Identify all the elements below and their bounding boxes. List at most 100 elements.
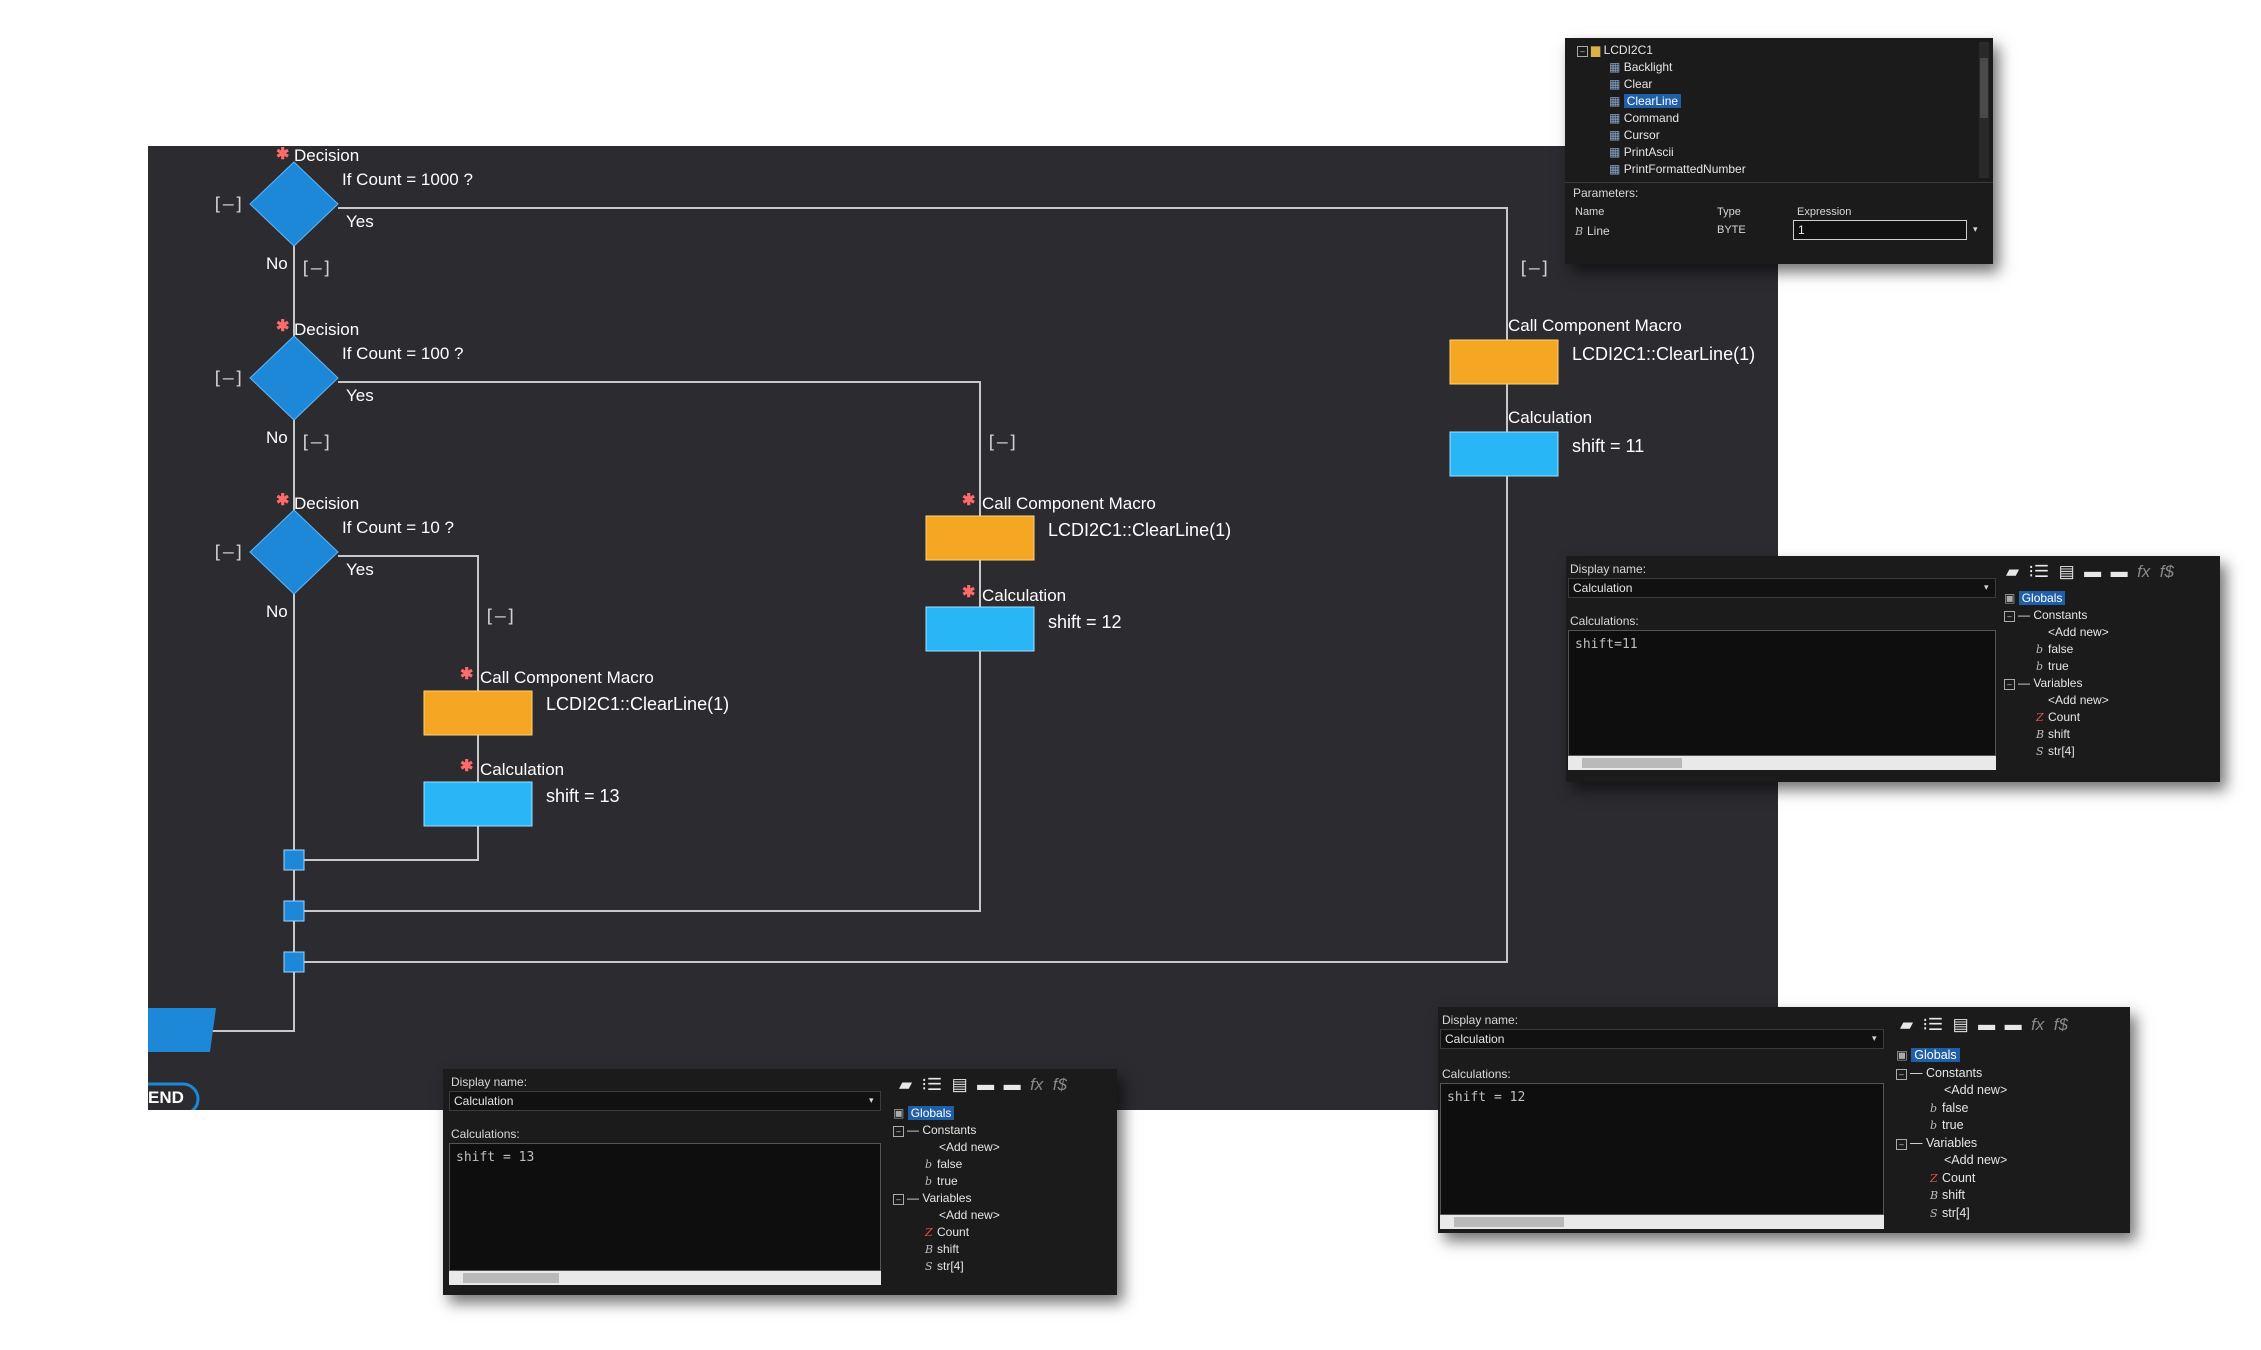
- constants-add-new[interactable]: <Add new>: [939, 1140, 1000, 1154]
- eraser-icon[interactable]: ▰: [2006, 562, 2020, 581]
- decision-1-no-collapse-toggle[interactable]: [–]: [300, 258, 333, 279]
- decision-2-yes-collapse-toggle[interactable]: [–]: [986, 432, 1019, 453]
- macro-item-printascii[interactable]: ▦ PrintAscii: [1609, 145, 1674, 159]
- macro-item-clear[interactable]: ▦ Clear: [1609, 77, 1653, 91]
- bus-icon[interactable]: ▬: [2110, 562, 2128, 581]
- calc-hscroll[interactable]: [1568, 756, 1996, 770]
- calculations-editor[interactable]: shift=11: [1568, 630, 1996, 756]
- function-icon[interactable]: fx: [1030, 1075, 1044, 1094]
- decision-1-collapse-toggle[interactable]: [–]: [212, 194, 245, 215]
- variable-insert-icon[interactable]: ⁝☰: [1922, 1015, 1944, 1034]
- function-icon[interactable]: fx: [2031, 1015, 2045, 1034]
- variables-node[interactable]: –— Variables: [893, 1190, 1000, 1207]
- table-icon[interactable]: ▤: [1952, 1015, 1969, 1034]
- calc-3-box: [423, 781, 533, 827]
- macro-item-printformattednumber[interactable]: ▦ PrintFormattedNumber: [1609, 162, 1746, 176]
- variables-add-new[interactable]: <Add new>: [1944, 1153, 2008, 1167]
- variables-add-new[interactable]: <Add new>: [939, 1208, 1000, 1222]
- decision-2-no-collapse-toggle[interactable]: [–]: [300, 432, 333, 453]
- component-root[interactable]: –▆ LCDI2C1: [1577, 42, 1746, 59]
- eraser-icon[interactable]: ▰: [1900, 1015, 1914, 1034]
- flowchart-canvas[interactable]: ✱ Decision If Count = 1000 ? Yes No [–] …: [148, 146, 1778, 1110]
- macro-item-command[interactable]: ▦ Command: [1609, 111, 1680, 125]
- variable-insert-icon[interactable]: ⁝☰: [921, 1075, 943, 1094]
- variables-node[interactable]: –— Variables: [2004, 675, 2109, 692]
- display-name-input[interactable]: Calculation: [449, 1091, 881, 1111]
- param-expression-input[interactable]: 1: [1793, 220, 1967, 240]
- decision-3-title: Decision: [294, 494, 360, 513]
- decision-3-yes-collapse-toggle[interactable]: [–]: [484, 606, 517, 627]
- variables-add-new[interactable]: <Add new>: [2048, 693, 2109, 707]
- calculations-editor[interactable]: shift = 13: [449, 1143, 881, 1271]
- param-dropdown-icon[interactable]: ▾: [1973, 224, 1978, 234]
- decision-1-yes-collapse-toggle[interactable]: [–]: [1518, 258, 1551, 279]
- constants-node[interactable]: –— Constants: [1896, 1065, 2007, 1083]
- component-macro-panel: –▆ LCDI2C1 ▦ Backlight ▦ Clear ▦ ClearLi…: [1565, 38, 1993, 264]
- constants-node[interactable]: –— Constants: [893, 1122, 1000, 1139]
- port-icon[interactable]: ▬: [977, 1075, 995, 1094]
- string-function-icon[interactable]: f$: [1052, 1075, 1067, 1094]
- decision-3-collapse-toggle[interactable]: [–]: [212, 542, 245, 563]
- macro-1-text: LCDI2C1::ClearLine(1): [1572, 344, 1756, 364]
- bus-icon[interactable]: ▬: [2004, 1015, 2022, 1034]
- calc-hscroll[interactable]: [449, 1271, 881, 1285]
- constants-node[interactable]: –— Constants: [2004, 607, 2109, 624]
- variable-insert-icon[interactable]: ⁝☰: [2028, 562, 2050, 581]
- port-icon[interactable]: ▬: [2084, 562, 2102, 581]
- globals-root[interactable]: ▣ Globals: [893, 1105, 1000, 1122]
- display-name-input[interactable]: Calculation: [1568, 578, 1996, 598]
- decision-3-star-icon: ✱: [276, 492, 290, 509]
- string-function-icon[interactable]: f$: [2159, 562, 2174, 581]
- display-name-label: Display name:: [1570, 562, 1647, 576]
- decision-2-yes: Yes: [346, 386, 374, 405]
- display-name-dropdown-icon[interactable]: ▾: [1872, 1033, 1877, 1043]
- constants-add-new[interactable]: <Add new>: [2048, 625, 2109, 639]
- macro-item-clearline[interactable]: ▦ ClearLine: [1577, 93, 1746, 110]
- function-icon[interactable]: fx: [2137, 562, 2151, 581]
- param-col-name: Name: [1575, 206, 1605, 218]
- macro-item-backlight[interactable]: ▦ Backlight: [1609, 60, 1673, 74]
- constants-add-new[interactable]: <Add new>: [1944, 1083, 2008, 1097]
- macro-1-box: [1449, 339, 1559, 385]
- calculations-editor[interactable]: shift = 12: [1440, 1083, 1884, 1215]
- port-icon[interactable]: ▬: [1978, 1015, 1996, 1034]
- bus-icon[interactable]: ▬: [1003, 1075, 1021, 1094]
- table-icon[interactable]: ▤: [951, 1075, 968, 1094]
- decision-1-diamond: [249, 161, 339, 247]
- macro-3-star-icon: ✱: [460, 666, 474, 683]
- variables-node[interactable]: –— Variables: [1896, 1135, 2007, 1153]
- string-function-icon[interactable]: f$: [2053, 1015, 2068, 1034]
- display-name-dropdown-icon[interactable]: ▾: [1984, 582, 1989, 592]
- table-icon[interactable]: ▤: [2058, 562, 2075, 581]
- calc-toolbar: ▰ ⁝☰ ▤ ▬ ▬ fx f$: [2006, 562, 2174, 582]
- decision-3-yes: Yes: [346, 560, 374, 579]
- decision-2-collapse-toggle[interactable]: [–]: [212, 368, 245, 389]
- globals-root[interactable]: ▣ Globals: [2004, 590, 2109, 607]
- calc-hscroll[interactable]: [1440, 1215, 1884, 1229]
- globals-root[interactable]: ▣ Globals: [1896, 1047, 2007, 1065]
- decision-3-diamond: [249, 509, 339, 595]
- decision-1-title: Decision: [294, 146, 360, 165]
- calc-1-box: [1449, 431, 1559, 477]
- tree-vscroll[interactable]: [1979, 42, 1989, 178]
- display-name-input[interactable]: Calculation: [1440, 1029, 1884, 1049]
- display-name-dropdown-icon[interactable]: ▾: [869, 1095, 874, 1105]
- eraser-icon[interactable]: ▰: [899, 1075, 913, 1094]
- macro-item-cursor[interactable]: ▦ Cursor: [1609, 128, 1660, 142]
- macro-2-text: LCDI2C1::ClearLine(1): [1048, 520, 1232, 540]
